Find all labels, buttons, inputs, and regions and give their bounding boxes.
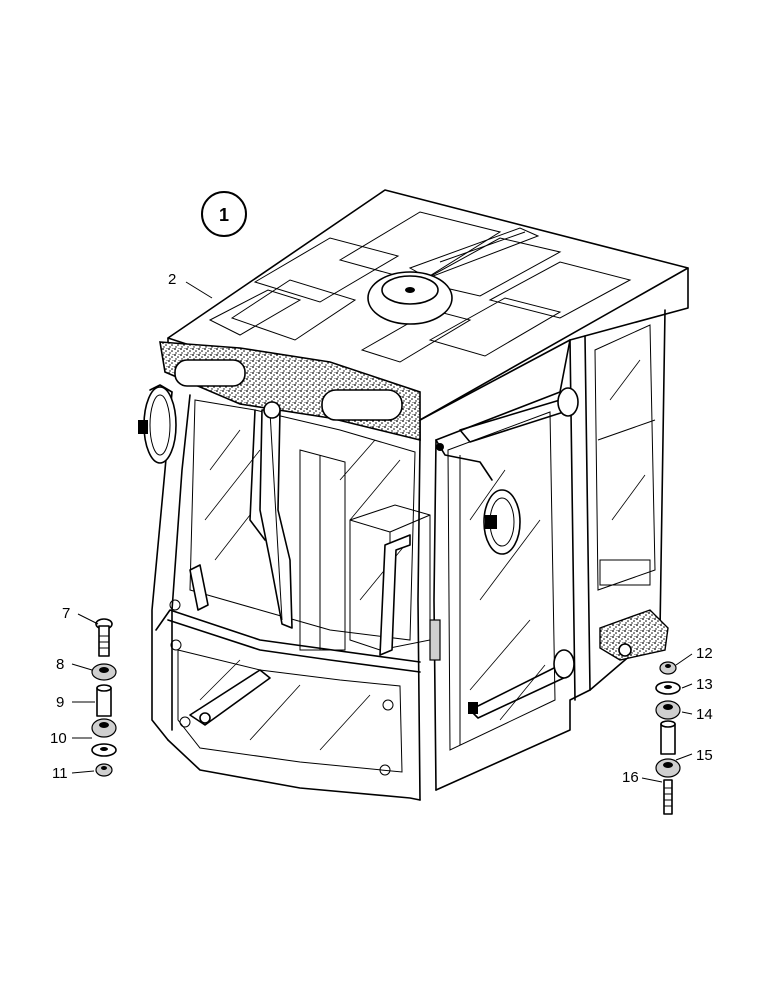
callout-10: 10 <box>50 730 67 747</box>
windscreen-glass <box>189 359 651 751</box>
callout-16: 16 <box>622 769 639 786</box>
door-hinges-and-stays <box>459 387 579 719</box>
mount-hardware-left <box>91 618 117 777</box>
callout-7: 7 <box>62 605 70 622</box>
washer-13 <box>655 681 681 695</box>
rubber-mount-14 <box>655 700 681 720</box>
callout-15: 15 <box>696 747 713 764</box>
leader-lines <box>71 281 693 783</box>
mount-hardware-right <box>655 661 681 815</box>
washer <box>91 743 117 757</box>
windscreen-wiper <box>249 401 293 629</box>
callout-2: 2 <box>168 271 176 288</box>
rubber-mount-15 <box>655 758 681 778</box>
callout-14: 14 <box>696 706 713 723</box>
nut-12 <box>659 661 677 675</box>
assembly-callout: 1 <box>201 191 247 237</box>
grab-handles <box>189 534 441 661</box>
cab-roof <box>167 189 689 441</box>
nut-11 <box>95 763 113 777</box>
rubber-mount-10 <box>91 718 117 738</box>
callout-9: 9 <box>56 694 64 711</box>
rubber-mount-8 <box>91 663 117 681</box>
rear-mount-bracket <box>599 609 669 661</box>
spacer-tube <box>660 720 676 755</box>
front-floor-bracket <box>189 669 271 726</box>
assembly-number: 1 <box>219 205 229 225</box>
callout-11: 11 <box>52 765 68 782</box>
left-mirror <box>138 384 177 464</box>
front-header-panel <box>159 341 421 442</box>
spacer-tube-9 <box>96 684 112 717</box>
stud-16 <box>663 779 673 815</box>
right-mirror <box>435 439 521 555</box>
callout-12: 12 <box>696 645 713 662</box>
callout-13: 13 <box>696 676 713 693</box>
bolt-7 <box>95 618 113 657</box>
callout-8: 8 <box>56 656 64 673</box>
